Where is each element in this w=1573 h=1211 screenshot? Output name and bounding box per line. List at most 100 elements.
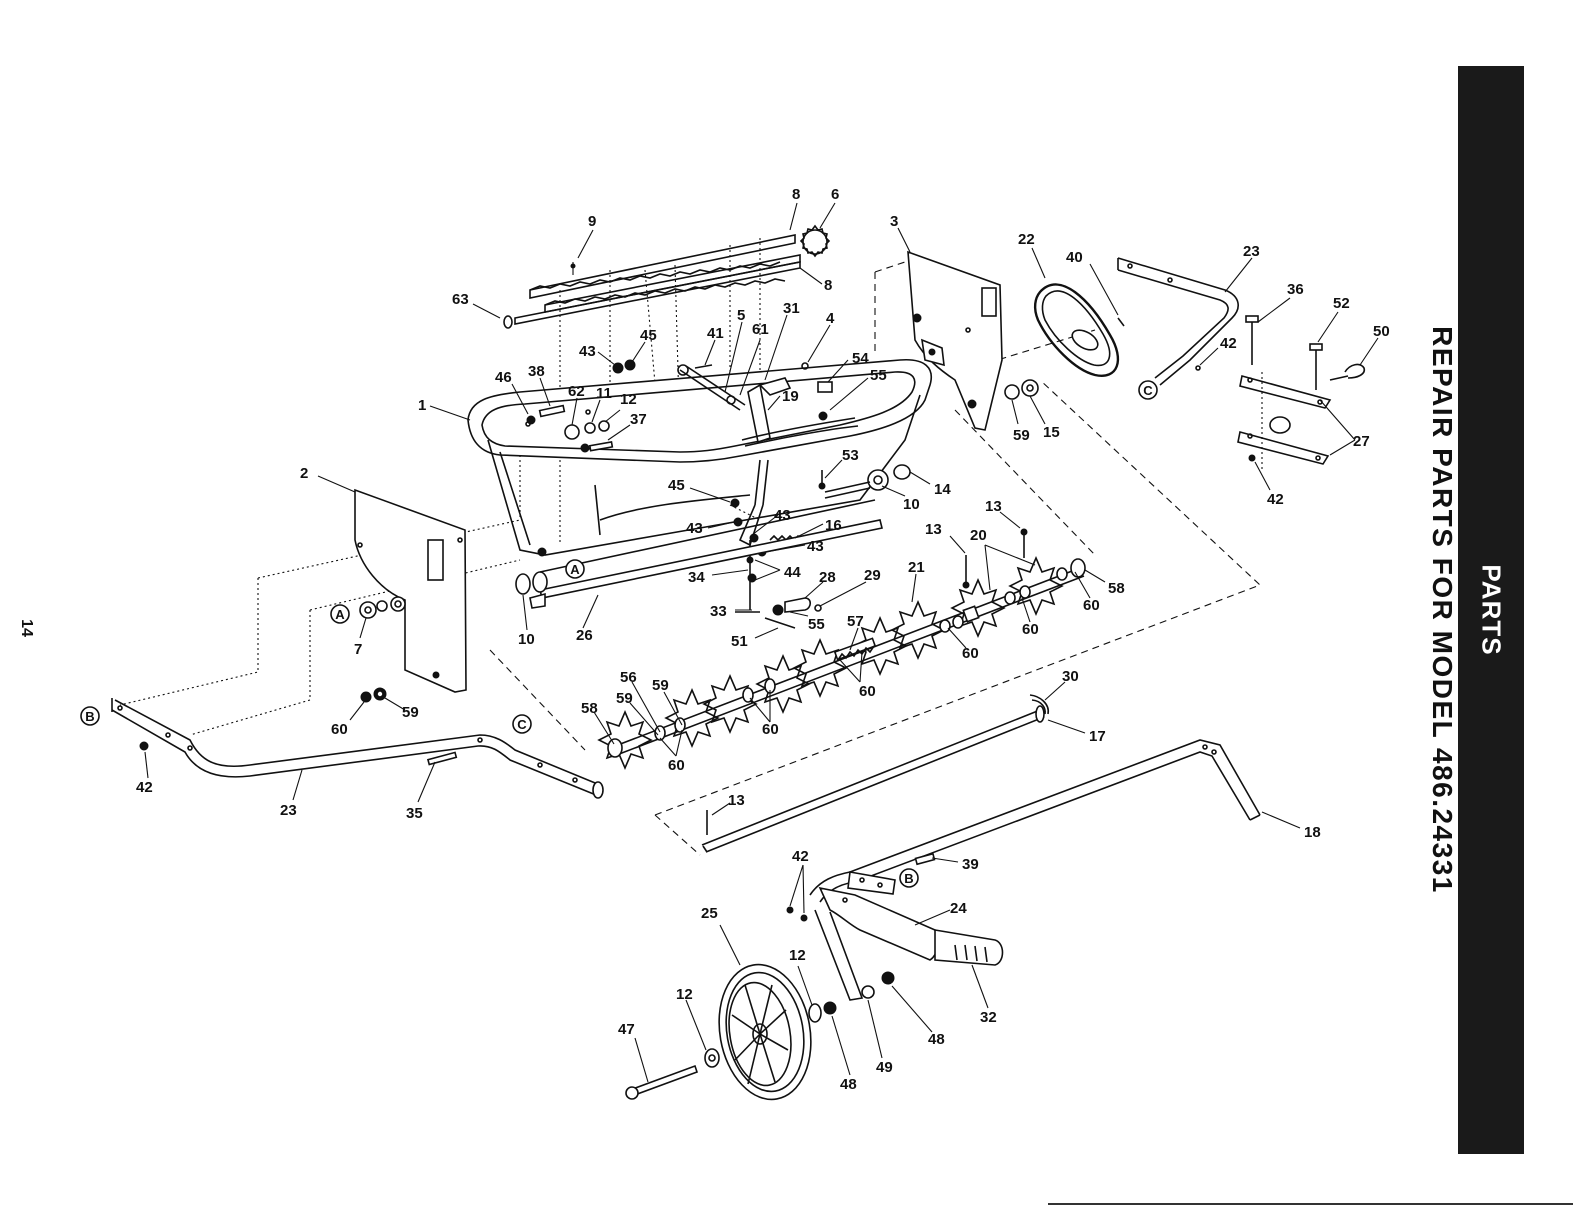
callout: 60 [859, 683, 876, 700]
callout: 16 [825, 517, 842, 534]
callout: 48 [840, 1076, 857, 1093]
callout: 20 [970, 527, 987, 544]
callout: 60 [762, 721, 779, 738]
callout: 23 [280, 802, 297, 819]
callout: 45 [640, 327, 657, 344]
callout: 55 [870, 367, 887, 384]
callout: 14 [934, 481, 951, 498]
callout: 43 [579, 343, 596, 360]
callout: 12 [620, 391, 637, 408]
assembly-guide-lines [119, 238, 1262, 856]
section-tab [1458, 66, 1524, 1154]
callout: 61 [752, 321, 769, 338]
callout: 29 [864, 567, 881, 584]
callout: 55 [808, 616, 825, 633]
callout: 48 [928, 1031, 945, 1048]
callout: 43 [686, 520, 703, 537]
callout: 10 [518, 631, 535, 648]
callout: 37 [630, 411, 647, 428]
callout: 46 [495, 369, 512, 386]
callout: 24 [950, 900, 967, 917]
callout: 12 [789, 947, 806, 964]
bottom-rule [1048, 1203, 1573, 1205]
callout: 2 [300, 465, 308, 482]
callout: 42 [136, 779, 153, 796]
callout: 60 [668, 757, 685, 774]
axle-tube [515, 499, 883, 609]
callout: 8 [824, 277, 832, 294]
callout: 42 [792, 848, 809, 865]
callout: 59 [402, 704, 419, 721]
svg-text:A: A [570, 562, 580, 577]
callout: 26 [576, 627, 593, 644]
callout: 47 [618, 1021, 635, 1038]
callout: 3 [890, 213, 898, 230]
callout: 63 [452, 291, 469, 308]
callout: 5 [737, 307, 745, 324]
wheel-bracket [786, 852, 1004, 1001]
left-fasteners [359, 600, 388, 703]
callout: 11 [596, 385, 612, 402]
callout: 17 [1089, 728, 1106, 745]
callout: 40 [1066, 249, 1083, 266]
leader-lines [144, 202, 1379, 1083]
callout: 36 [1287, 281, 1304, 298]
agitator-assembly [503, 224, 831, 329]
callout-labels: 9 8 6 8 63 3 22 40 23 36 52 50 42 27 42 … [136, 186, 1390, 1093]
callout: 13 [728, 792, 745, 809]
callout: 13 [925, 521, 942, 538]
callout: 49 [876, 1059, 893, 1076]
connector-c-handle: C [512, 714, 532, 734]
callout: 21 [908, 559, 925, 576]
drive-belt [1033, 283, 1125, 377]
svg-text:B: B [85, 709, 94, 724]
callout: 10 [903, 496, 920, 513]
callout: 32 [980, 1009, 997, 1026]
left-handle [111, 698, 604, 799]
callout: 60 [331, 721, 348, 738]
callout: 43 [774, 507, 791, 524]
callout: 62 [568, 383, 585, 400]
callout: 12 [676, 986, 693, 1003]
callout: 19 [782, 388, 799, 405]
callout: 54 [852, 350, 869, 367]
callout: 59 [616, 690, 633, 707]
callout: 31 [783, 300, 800, 317]
svg-text:C: C [517, 717, 527, 732]
callout: 53 [842, 447, 859, 464]
callout: 25 [701, 905, 718, 922]
callout: 52 [1333, 295, 1350, 312]
callout: 56 [620, 669, 637, 686]
left-side-plate [354, 488, 467, 693]
connector-c-right: C [1138, 380, 1158, 400]
callout: 42 [1267, 491, 1284, 508]
svg-text:A: A [335, 607, 345, 622]
callout: 60 [962, 645, 979, 662]
callout: 58 [581, 700, 598, 717]
callout: 35 [406, 805, 423, 822]
callout: 1 [418, 397, 426, 414]
callout: 6 [831, 186, 839, 203]
callout: 50 [1373, 323, 1390, 340]
callout: 58 [1108, 580, 1125, 597]
connector-b-bracket: B [899, 868, 919, 888]
callout: 7 [354, 641, 362, 658]
right-handle-frame [1117, 257, 1366, 470]
callout: 60 [1022, 621, 1039, 638]
callout: 18 [1304, 824, 1321, 841]
callout: 39 [962, 856, 979, 873]
callout: 30 [1062, 668, 1079, 685]
callout: 23 [1243, 243, 1260, 260]
long-axle [701, 694, 1050, 853]
callout: 34 [688, 569, 705, 586]
callout: 59 [652, 677, 669, 694]
svg-text:B: B [904, 871, 913, 886]
connector-markers: A A B B C C [80, 380, 1158, 888]
callout: 41 [707, 325, 724, 342]
spike-rotors [597, 528, 1086, 771]
wheel [625, 963, 895, 1101]
callout: 13 [985, 498, 1002, 515]
callout: 42 [1220, 335, 1237, 352]
connector-a-top: A [565, 559, 585, 579]
callout: 8 [792, 186, 800, 203]
